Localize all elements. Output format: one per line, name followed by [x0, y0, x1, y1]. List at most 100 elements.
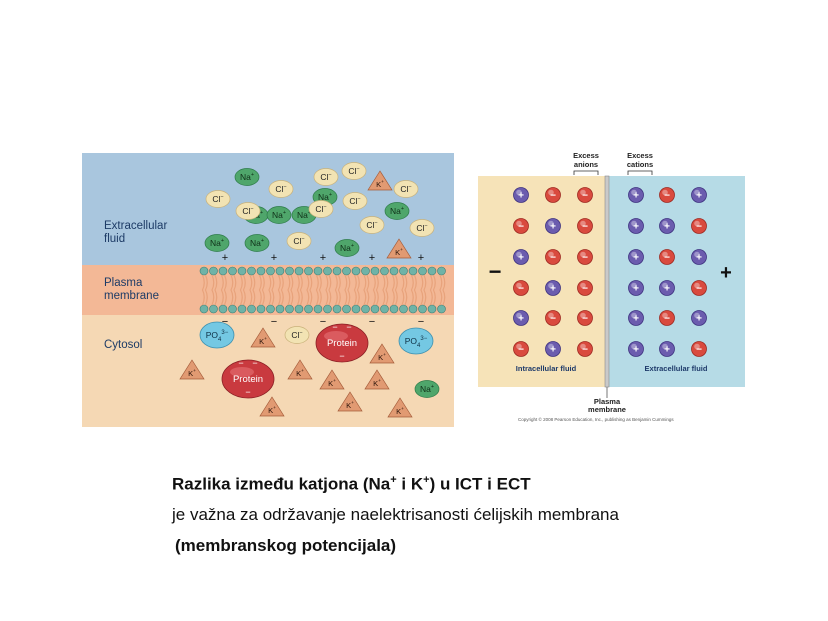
- ion-label: Na+: [318, 192, 332, 202]
- ion-label: Protein: [327, 338, 357, 349]
- chloride-ion: Cl−: [308, 200, 334, 218]
- membrane-charge-diagram: Excess anions Excess cations − + +−−+−+−…: [478, 151, 745, 422]
- lipid-tail: [268, 274, 272, 306]
- minus-sign: −: [271, 316, 277, 328]
- lipid-tail: [347, 274, 351, 306]
- lipid-head-bottom: [332, 304, 342, 314]
- lipid-tail: [249, 274, 253, 306]
- cation-marker: +: [545, 341, 561, 357]
- lipid-tail: [404, 274, 408, 306]
- excess-anions-label-2: anions: [574, 160, 598, 169]
- lipid-tail: [363, 274, 367, 306]
- minus-sign: −: [346, 322, 351, 332]
- lipid-head-top: [380, 266, 389, 276]
- lipid-head-bottom: [256, 304, 266, 314]
- lipid-tail: [318, 274, 322, 306]
- lipid-head-top: [332, 266, 342, 276]
- lipid-tail: [315, 274, 319, 306]
- charge-sign: +: [633, 314, 639, 325]
- charge-sign: −: [582, 314, 588, 325]
- chloride-ion: Cl−: [268, 180, 294, 198]
- ion-label: Cl−: [348, 166, 359, 176]
- chloride-ion: Cl−: [286, 232, 312, 250]
- cation-marker: +: [628, 310, 644, 326]
- potassium-ion: K+: [386, 238, 412, 259]
- charge-sign: +: [696, 191, 702, 202]
- excess-cations-bracket: [627, 170, 653, 175]
- anion-marker: −: [577, 218, 593, 234]
- lipid-tail: [280, 274, 284, 306]
- lipid-head-top: [418, 266, 427, 276]
- lipid-tail: [306, 274, 310, 306]
- charge-sign: +: [696, 253, 702, 264]
- lipid-head-top: [304, 266, 313, 276]
- excess-anions-label-1: Excess: [573, 151, 599, 160]
- cation-marker: +: [545, 218, 561, 234]
- charge-sign: −: [664, 314, 670, 325]
- sodium-ion: Na+: [334, 239, 360, 257]
- chloride-ion: Cl−: [313, 168, 339, 186]
- lipid-tail: [439, 274, 443, 306]
- lipid-tail: [442, 274, 446, 306]
- lipid-tail: [432, 274, 436, 306]
- ion-label: Cl−: [366, 220, 377, 230]
- anion-marker: −: [659, 187, 675, 203]
- lipid-head-bottom: [199, 304, 209, 314]
- ion-label: Na+: [210, 238, 224, 248]
- charge-sign: −: [582, 284, 588, 295]
- minus-sign: −: [238, 358, 243, 368]
- charge-sign: +: [550, 284, 556, 295]
- ion-label: Na+: [240, 172, 254, 182]
- lipid-head-top: [370, 266, 380, 276]
- excess-cations-label-2: cations: [627, 160, 653, 169]
- lipid-tail: [356, 274, 360, 306]
- ion-label: Cl−: [242, 206, 253, 216]
- plus-sign: +: [320, 252, 326, 264]
- plus-sign: +: [222, 252, 228, 264]
- plasma-membrane-label-2: membrane: [588, 405, 626, 414]
- lipid-tail: [401, 274, 405, 306]
- lipid-tail: [258, 274, 262, 306]
- lipid-tail: [353, 274, 357, 306]
- minus-sign: −: [339, 351, 344, 361]
- lipid-head-top: [275, 266, 285, 276]
- cation-marker: +: [628, 280, 644, 296]
- lipid-head-bottom: [275, 304, 285, 314]
- ion-label: K+: [259, 337, 267, 346]
- charge-sign: +: [633, 345, 639, 356]
- caption-line-3: (membranskog potencijala): [175, 536, 397, 555]
- minus-sign: −: [245, 387, 250, 397]
- cation-marker: +: [691, 249, 707, 265]
- right-charge-sign: +: [720, 262, 732, 284]
- ion-label: Cl−: [349, 196, 360, 206]
- cation-marker: +: [659, 280, 675, 296]
- chloride-ion: Cl−: [409, 219, 435, 237]
- ion-label: Na+: [340, 243, 354, 253]
- protein-ion: Protein−−−: [315, 322, 369, 363]
- lipid-head-top: [285, 266, 294, 276]
- potassium-ion: K+: [259, 396, 285, 417]
- lipid-head-top: [427, 266, 437, 276]
- lipid-head-top: [323, 266, 332, 276]
- lipid-tail: [334, 274, 338, 306]
- minus-sign: −: [222, 316, 228, 328]
- lipid-head-top: [313, 266, 323, 276]
- lipid-tail: [252, 274, 256, 306]
- cation-marker: +: [628, 187, 644, 203]
- lipid-tail: [337, 274, 341, 306]
- lipid-head-top: [218, 266, 228, 276]
- charge-sign: −: [518, 345, 524, 356]
- ions-layer: Na+Na+Na+Na+Na+Na+Na+Na+Na+Na+Cl−Cl−Cl−C…: [179, 162, 440, 418]
- lipid-tail: [296, 274, 300, 306]
- charge-sign: −: [664, 253, 670, 264]
- anion-marker: −: [545, 249, 561, 265]
- cation-marker: +: [659, 341, 675, 357]
- lipid-head-top: [228, 266, 237, 276]
- lipid-tail: [410, 274, 414, 306]
- lipid-head-top: [437, 266, 446, 276]
- ion-label: PO43−: [405, 336, 428, 349]
- lipid-head-bottom: [228, 304, 237, 314]
- lipid-head-bottom: [389, 304, 399, 314]
- lipid-tail: [214, 274, 218, 306]
- charge-sign: +: [518, 314, 524, 325]
